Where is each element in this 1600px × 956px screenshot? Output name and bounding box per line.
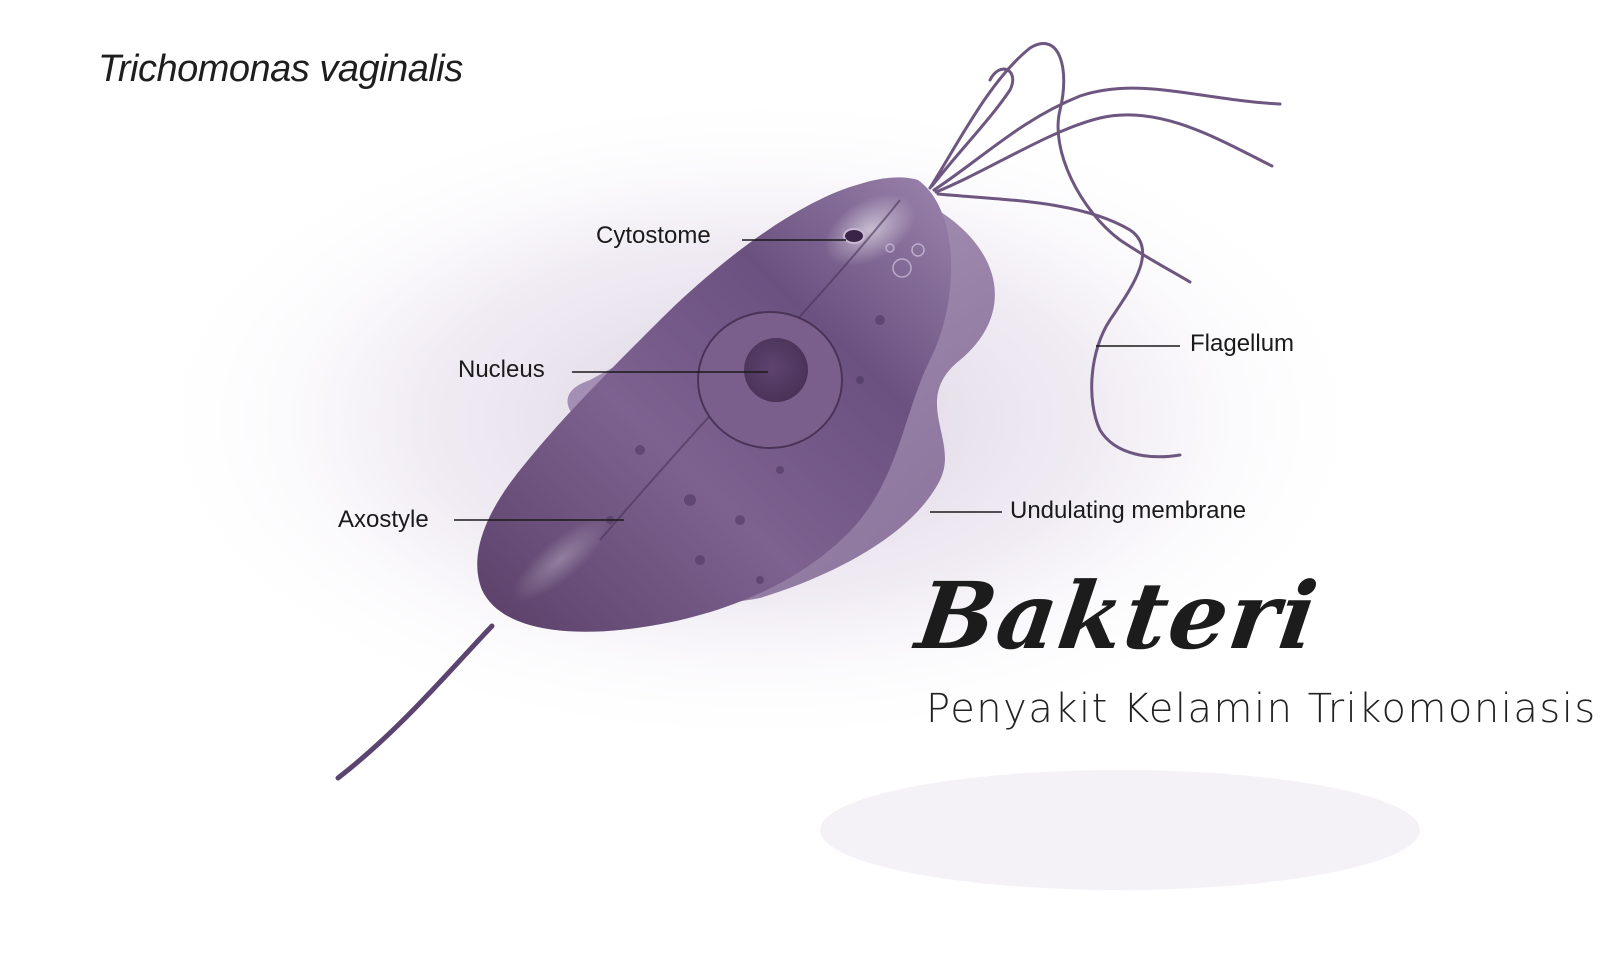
species-title: Trichomonas vaginalis [98,48,463,90]
subheadline: Penyakit Kelamin Trikomoniasis [926,686,1597,732]
headline: Bakteri [910,562,1326,670]
cytostome-shape [843,228,865,244]
label-cytostome: Cytostome [596,222,711,249]
leader-lines [454,239,1180,521]
nucleus-shape [697,311,843,449]
posterior-tail [335,623,495,781]
label-undulating-membrane: Undulating membrane [1010,497,1247,524]
label-nucleus: Nucleus [458,356,545,383]
label-flagellum: Flagellum [1190,330,1295,357]
flagella [928,42,1282,459]
label-axostyle: Axostyle [338,506,429,533]
